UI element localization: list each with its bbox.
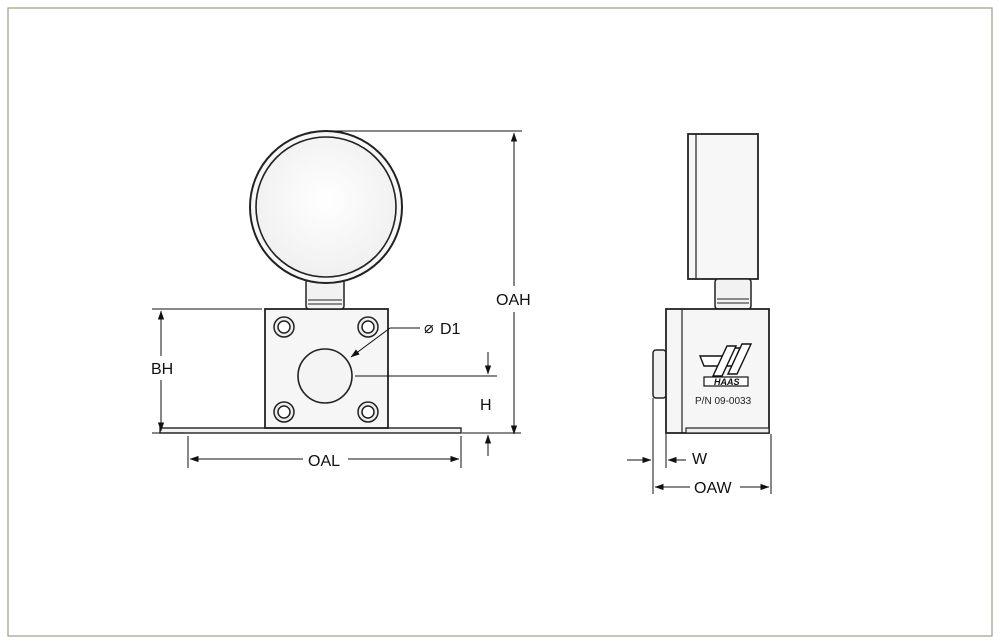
haas-logo-text: HAAS	[714, 377, 740, 387]
label-h: H	[480, 397, 492, 414]
gauge-dial-face	[255, 136, 397, 278]
side-port-fitting	[652, 349, 667, 399]
screw-bottom-right	[357, 401, 379, 423]
label-w: W	[692, 451, 708, 468]
center-bore	[297, 348, 353, 404]
screw-bottom-left	[273, 401, 295, 423]
diameter-symbol: ⌀	[424, 320, 434, 337]
label-d1: D1	[440, 321, 461, 338]
side-dimensions	[627, 398, 772, 494]
front-view	[159, 130, 462, 434]
haas-logo: HAAS	[698, 343, 753, 387]
label-oaw: OAW	[694, 480, 733, 497]
front-dimensions	[152, 130, 522, 468]
screw-top-right	[357, 316, 379, 338]
side-gauge-stem	[714, 278, 752, 310]
label-oal: OAL	[308, 453, 340, 470]
side-view: HAAS P/N 09-0033	[652, 133, 770, 434]
label-oah: OAH	[496, 292, 531, 309]
label-bh: BH	[151, 361, 173, 378]
part-number-label: P/N 09-0033	[695, 396, 752, 407]
screw-top-left	[273, 316, 295, 338]
side-gauge-body	[687, 133, 759, 280]
drawing-frame	[7, 7, 993, 637]
